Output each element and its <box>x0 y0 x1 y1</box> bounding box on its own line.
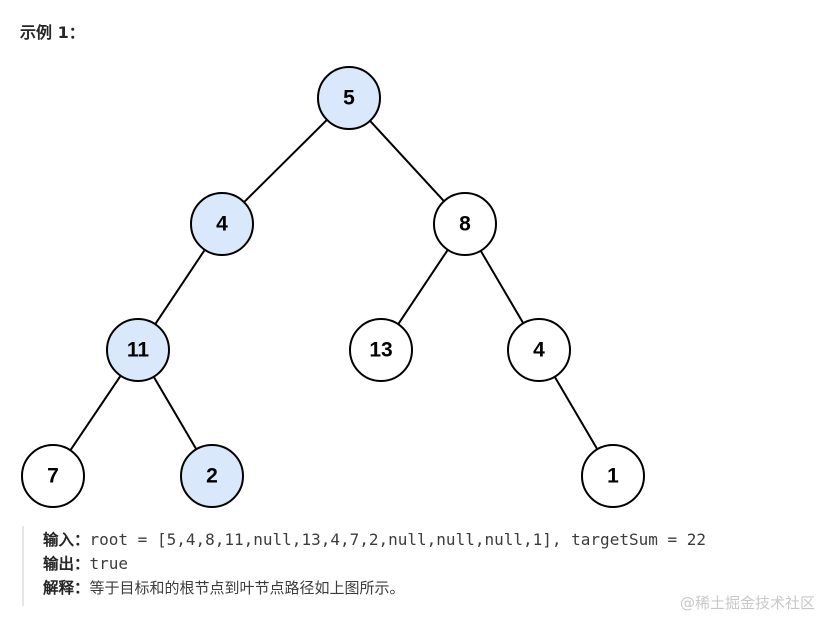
tree-node-n4b: 4 <box>507 318 571 382</box>
tree-node-circle <box>180 444 244 508</box>
tree-node-label: 7 <box>47 465 59 488</box>
output-value: true <box>89 554 129 573</box>
tree-node-n7: 7 <box>21 444 85 508</box>
tree-edge-n5-n8 <box>369 120 445 202</box>
watermark: @稀土掘金技术社区 <box>679 594 815 612</box>
tree-node-n2: 2 <box>180 444 244 508</box>
output-label: 输出： <box>43 555 90 573</box>
tree-node-n5: 5 <box>317 66 381 130</box>
tree-node-label: 4 <box>216 213 228 236</box>
binary-tree-diagram: 5 4 8 11 13 4 7 2 1 <box>21 66 645 508</box>
input-line: 输入：root = [5,4,8,11,null,13,4,7,2,null,n… <box>43 529 706 551</box>
tree-edge-n4-n11 <box>154 249 206 325</box>
tree-node-circle <box>349 318 413 382</box>
tree-node-label: 4 <box>533 339 545 362</box>
tree-edge-n11-n7 <box>69 375 122 451</box>
example-title: 示例 1： <box>20 23 85 42</box>
tree-node-n4: 4 <box>190 192 254 256</box>
input-label: 输入： <box>43 531 90 549</box>
tree-node-circle <box>190 192 254 256</box>
tree-node-n1: 1 <box>581 444 645 508</box>
explanation-label: 解释： <box>43 579 90 597</box>
tree-edge-n11-n2 <box>152 376 198 450</box>
tree-node-label: 1 <box>607 465 619 488</box>
tree-edge-n4b-n1 <box>553 376 599 450</box>
tree-nodes: 5 4 8 11 13 4 7 2 1 <box>21 66 645 508</box>
tree-edge-n5-n4 <box>243 119 328 203</box>
tree-node-circle <box>581 444 645 508</box>
explanation-value: 等于目标和的根节点到叶节点路径如上图所示。 <box>89 579 405 597</box>
tree-node-circle <box>317 66 381 130</box>
tree-node-circle <box>106 318 170 382</box>
tree-node-label: 2 <box>206 465 218 488</box>
example-io-block: 输入：root = [5,4,8,11,null,13,4,7,2,null,n… <box>22 526 802 606</box>
tree-edges <box>69 119 599 451</box>
tree-edge-n8-n13 <box>397 249 449 325</box>
tree-node-label: 13 <box>369 339 392 362</box>
tree-node-circle <box>433 192 497 256</box>
tree-node-circle <box>507 318 571 382</box>
tree-node-label: 11 <box>127 339 150 362</box>
tree-node-label: 5 <box>343 87 355 110</box>
tree-node-label: 8 <box>459 213 471 236</box>
output-line: 输出：true <box>43 553 128 575</box>
tree-node-n11: 11 <box>106 318 170 382</box>
tree-edge-n8-n4b <box>479 250 525 324</box>
tree-node-n13: 13 <box>349 318 413 382</box>
input-value: root = [5,4,8,11,null,13,4,7,2,null,null… <box>89 530 707 549</box>
tree-node-n8: 8 <box>433 192 497 256</box>
tree-node-circle <box>21 444 85 508</box>
explanation-line: 解释：等于目标和的根节点到叶节点路径如上图所示。 <box>43 577 405 599</box>
